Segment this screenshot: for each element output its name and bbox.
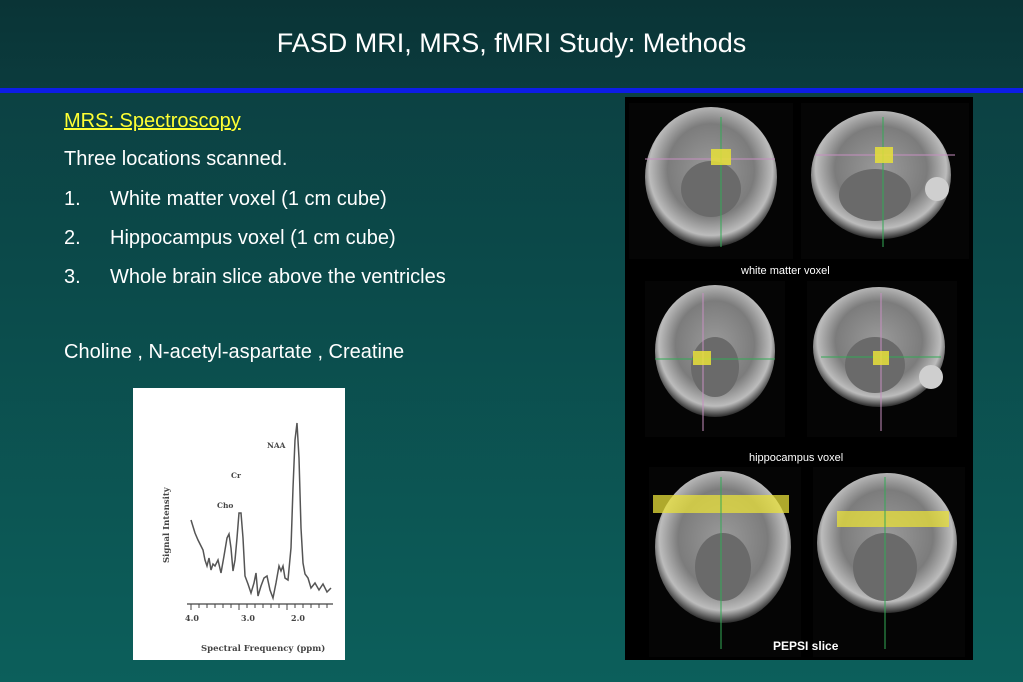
spectrum-x-label: Spectral Frequency (ppm) bbox=[201, 643, 325, 654]
list-item-number: 3. bbox=[64, 266, 81, 288]
spectrum-tick-label: 2.0 bbox=[291, 613, 305, 623]
section-heading: MRS: Spectroscopy bbox=[64, 110, 241, 132]
peak-label-cho: Cho bbox=[217, 501, 233, 510]
hippocampus-voxel bbox=[693, 351, 711, 365]
peak-label-cr: Cr bbox=[231, 471, 242, 480]
list-item: 1. White matter voxel (1 cm cube) bbox=[64, 184, 446, 223]
list-item-number: 1. bbox=[64, 188, 81, 210]
caption-hippocampus: hippocampus voxel bbox=[749, 452, 843, 464]
caption-pepsi: PEPSI slice bbox=[773, 639, 839, 653]
list-item-number: 2. bbox=[64, 227, 81, 249]
content-text: MRS: Spectroscopy Three locations scanne… bbox=[64, 106, 446, 301]
mri-voxel-figure: white matter voxel hippocampus voxel PEP… bbox=[625, 97, 973, 660]
list-item-text: White matter voxel (1 cm cube) bbox=[110, 188, 387, 210]
slide-header: FASD MRI, MRS, fMRI Study: Methods bbox=[0, 0, 1023, 88]
white-matter-voxel bbox=[711, 149, 731, 165]
location-list: 1. White matter voxel (1 cm cube) 2. Hip… bbox=[64, 184, 446, 301]
spectrum-y-label: Signal Intensity bbox=[162, 486, 172, 563]
caption-white-matter: white matter voxel bbox=[740, 265, 830, 277]
hippocampus-voxel bbox=[873, 351, 889, 365]
peak-label-naa: NAA bbox=[267, 441, 286, 450]
list-item-text: Hippocampus voxel (1 cm cube) bbox=[110, 227, 396, 249]
compounds-text: Choline , N-acetyl-aspartate , Creatine bbox=[64, 341, 405, 363]
list-item: 3. Whole brain slice above the ventricle… bbox=[64, 262, 446, 301]
spectrum-plot: 4.0 3.0 2.0 Spectral Frequency (ppm) Sig… bbox=[162, 422, 333, 654]
spectrum-axis-ticks bbox=[190, 604, 328, 610]
title-divider bbox=[0, 88, 1023, 93]
mri-images: white matter voxel hippocampus voxel PEP… bbox=[625, 103, 973, 657]
spectrum-trace bbox=[190, 422, 332, 601]
spectrum-tick-label: 4.0 bbox=[185, 613, 199, 623]
spectrum-tick-label: 3.0 bbox=[241, 613, 255, 623]
white-matter-voxel bbox=[875, 147, 893, 163]
list-item: 2. Hippocampus voxel (1 cm cube) bbox=[64, 223, 446, 262]
intro-text: Three locations scanned. bbox=[64, 148, 288, 170]
list-item-text: Whole brain slice above the ventricles bbox=[110, 266, 446, 288]
pepsi-slice-band bbox=[837, 511, 949, 527]
slide-title: FASD MRI, MRS, fMRI Study: Methods bbox=[276, 28, 747, 58]
mrs-spectrum-figure: 4.0 3.0 2.0 Spectral Frequency (ppm) Sig… bbox=[133, 388, 345, 660]
